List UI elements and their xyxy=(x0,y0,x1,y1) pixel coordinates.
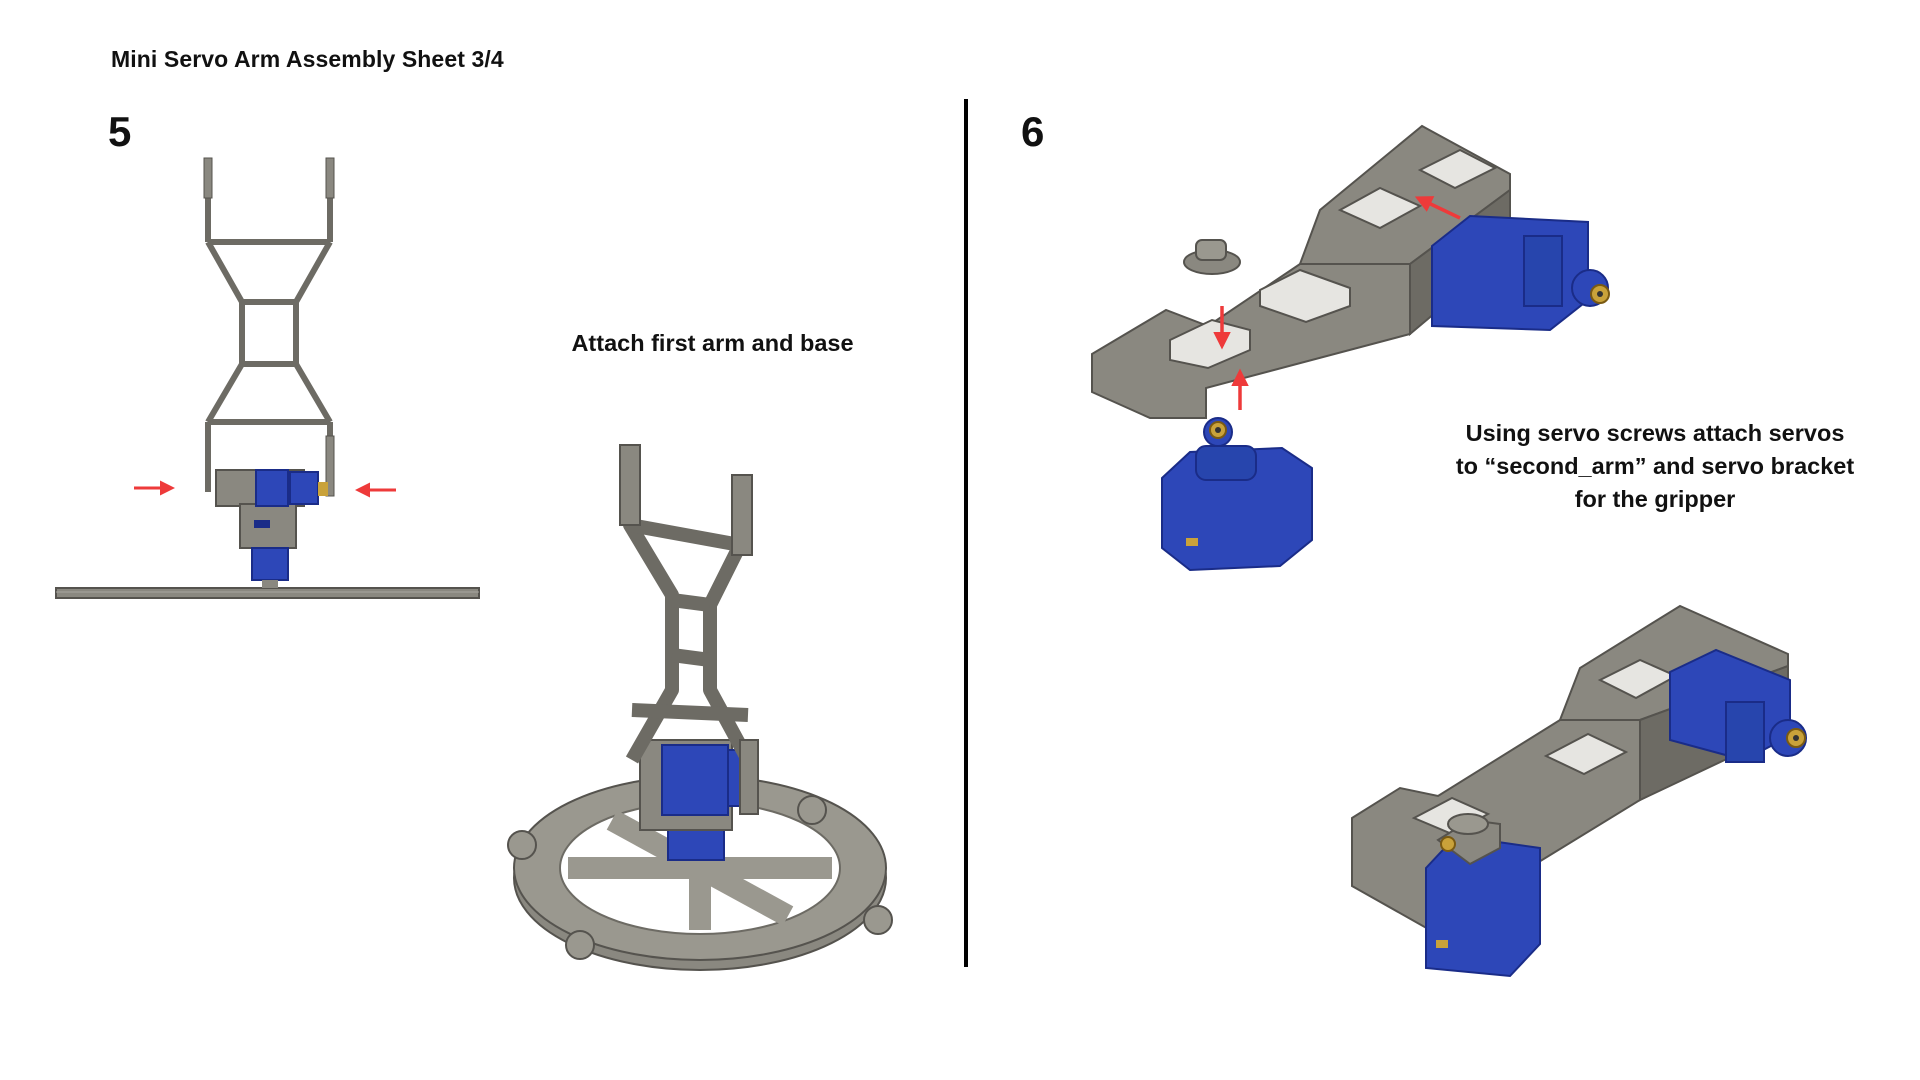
step-6-caption: Using servo screws attach servos to “sec… xyxy=(1420,417,1890,516)
step-6-number: 6 xyxy=(1021,108,1045,155)
step-6-assembled-view xyxy=(1351,604,1807,978)
step-6-caption-line-1: Using servo screws attach servos xyxy=(1465,420,1845,446)
step-5-isometric-view xyxy=(507,444,893,971)
sheet-title: Mini Servo Arm Assembly Sheet 3/4 xyxy=(111,46,504,72)
step-5-caption: Attach first arm and base xyxy=(571,330,854,356)
step-6-caption-line-3: for the gripper xyxy=(1574,486,1736,512)
step-5-front-view xyxy=(55,157,480,599)
step-5-number: 5 xyxy=(108,108,132,155)
step-6-exploded-view xyxy=(1091,124,1610,572)
section-divider xyxy=(964,99,968,967)
step-6-caption-line-2: to “second_arm” and servo bracket xyxy=(1455,453,1855,479)
